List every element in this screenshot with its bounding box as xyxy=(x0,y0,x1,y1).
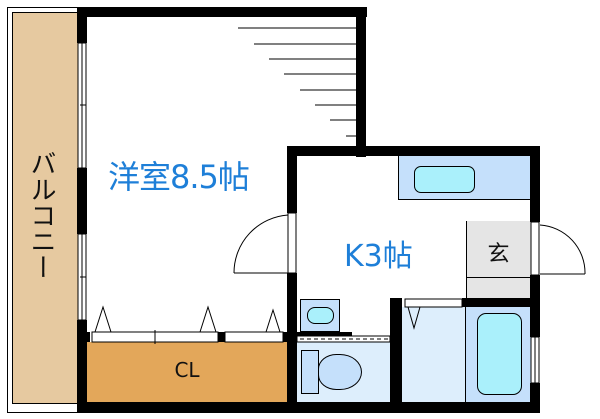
western-room-label: 洋室8.5帖 xyxy=(108,158,250,196)
wall-closet-top-mid xyxy=(218,332,225,342)
wall-closet-top-left xyxy=(77,332,90,342)
wall-left-mid xyxy=(77,168,87,234)
wall-east-upper xyxy=(356,7,366,157)
closet-label: CL xyxy=(174,358,200,382)
wall-left-top xyxy=(77,7,87,43)
basin-bowl-icon xyxy=(307,307,334,324)
balcony-label: バルコニー xyxy=(26,150,56,280)
wall-partition-upper xyxy=(287,146,297,213)
wall-east-top xyxy=(530,146,540,222)
wall-bottom xyxy=(77,402,540,413)
wall-toilet-top xyxy=(297,332,352,336)
wall-east-bottom xyxy=(530,383,540,413)
wall-kitchen-top xyxy=(287,146,540,156)
wall-washroom-west xyxy=(390,298,402,413)
entrance-step-line xyxy=(466,277,531,278)
closet xyxy=(87,342,287,402)
kitchen-label: K3帖 xyxy=(344,239,413,274)
bathtub-icon xyxy=(477,313,522,395)
western-room-upper xyxy=(87,16,357,151)
wall-partition-lower xyxy=(287,273,297,413)
toilet-bowl-icon xyxy=(318,354,362,390)
wall-top-west xyxy=(77,7,367,17)
wall-closet-top-right xyxy=(283,332,297,342)
balcony xyxy=(12,12,78,404)
entrance-label: 玄 xyxy=(487,242,510,267)
sink-icon xyxy=(414,166,475,193)
wall-left-bottom xyxy=(77,320,87,413)
wall-washroom-top xyxy=(462,298,540,307)
entrance xyxy=(466,221,531,299)
